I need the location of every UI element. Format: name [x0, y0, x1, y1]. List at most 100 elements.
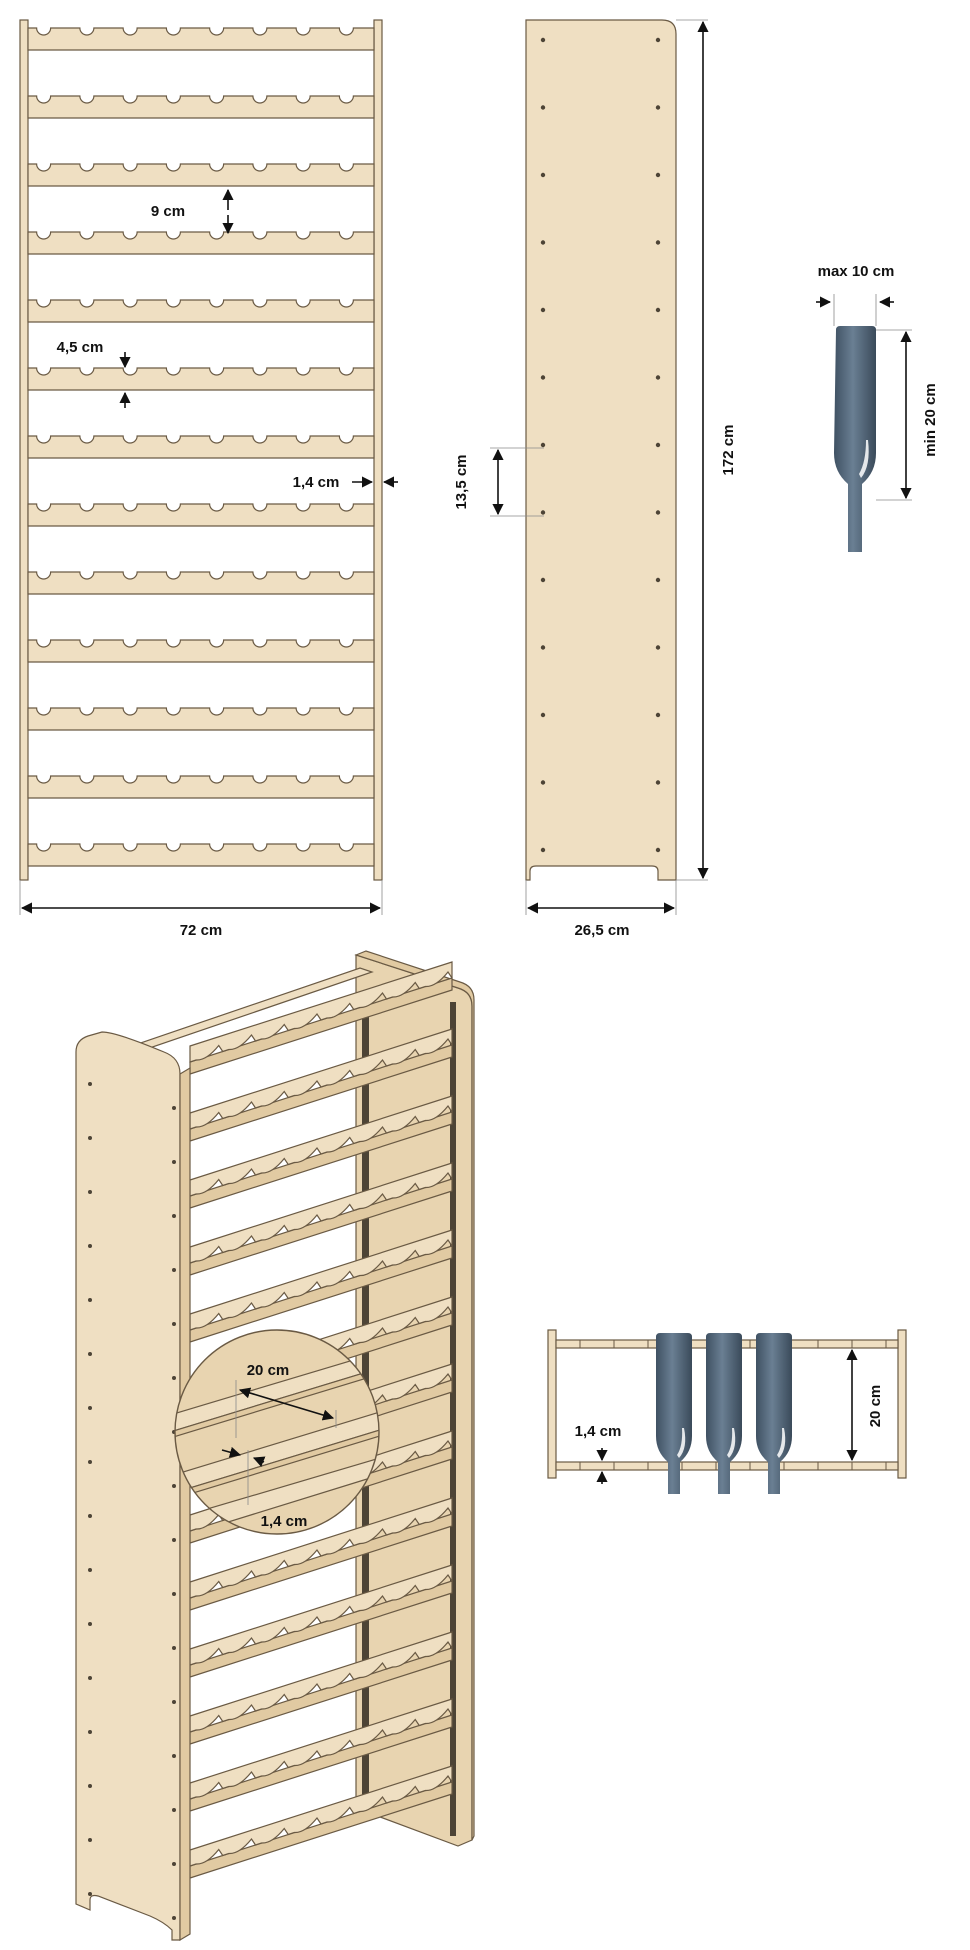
- iso-hole: [172, 1484, 176, 1488]
- front-shelf: [27, 367, 375, 391]
- front-shelves: [27, 27, 375, 867]
- min-length-label: min 20 cm: [922, 383, 939, 456]
- iso-hole: [172, 1700, 176, 1704]
- front-shelf: [27, 435, 375, 459]
- iso-hole: [88, 1838, 92, 1842]
- bottle-icon: [834, 326, 876, 552]
- slot-depth-label: 4,5 cm: [57, 339, 104, 356]
- side-hole: [540, 577, 546, 583]
- height-label: 172 cm: [720, 425, 737, 476]
- side-hole: [540, 712, 546, 718]
- detail-circle: 20 cm 1,4 cm: [174, 1329, 380, 1535]
- iso-hole: [172, 1376, 176, 1380]
- side-hole: [655, 105, 661, 110]
- bottle-1: [656, 1333, 692, 1494]
- side-hole: [540, 442, 546, 448]
- hole-spacing-label: 13,5 cm: [453, 454, 470, 509]
- side-panel-holes: [540, 37, 661, 853]
- iso-hole: [88, 1298, 92, 1302]
- side-hole: [540, 172, 546, 178]
- front-width-label: 72 cm: [180, 922, 223, 939]
- iso-shelf-top: [189, 1698, 453, 1800]
- iso-hole: [88, 1622, 92, 1626]
- bottle-2: [706, 1333, 742, 1494]
- side-hole: [540, 847, 546, 853]
- side-hole: [540, 37, 546, 43]
- side-hole: [540, 375, 546, 380]
- iso-front-left-panel: [75, 1031, 181, 1941]
- side-hole: [655, 847, 661, 853]
- iso-shelf-top: [189, 1564, 453, 1666]
- side-hole: [540, 780, 546, 785]
- side-hole: [655, 172, 661, 178]
- side-hole: [540, 240, 546, 245]
- detail-thickness-label: 1,4 cm: [261, 1513, 308, 1530]
- iso-hole: [172, 1214, 176, 1218]
- front-shelf: [27, 571, 375, 595]
- shelf-thickness-label: 1,4 cm: [575, 1423, 622, 1440]
- detail-spacing-dimension-line: [238, 1387, 335, 1421]
- side-thickness-label: 1,4 cm: [293, 474, 340, 491]
- iso-shelf-top: [189, 1229, 453, 1331]
- depth-label: 26,5 cm: [574, 922, 629, 939]
- iso-hole: [88, 1190, 92, 1194]
- front-shelf: [27, 27, 375, 51]
- front-shelf: [27, 95, 375, 119]
- side-hole: [655, 37, 661, 43]
- iso-hole: [172, 1754, 176, 1758]
- detail-spacing-label: 20 cm: [247, 1362, 290, 1379]
- iso-hole: [172, 1808, 176, 1812]
- side-hole: [655, 442, 661, 448]
- side-hole: [655, 307, 661, 313]
- iso-hole: [88, 1244, 92, 1248]
- front-shelf: [27, 775, 375, 799]
- iso-hole: [88, 1460, 92, 1464]
- iso-hole: [172, 1646, 176, 1650]
- iso-hole: [88, 1730, 92, 1734]
- front-shelf: [27, 639, 375, 663]
- iso-hole: [172, 1322, 176, 1326]
- bottle-spec: max 10 cm min 20 cm: [816, 263, 939, 552]
- iso-hole: [172, 1160, 176, 1164]
- front-shelf: [27, 707, 375, 731]
- iso-hole: [88, 1406, 92, 1410]
- iso-hole: [172, 1916, 176, 1920]
- iso-shelf-top: [189, 961, 453, 1063]
- iso-shelf-top: [189, 1631, 453, 1733]
- iso-hole: [88, 1352, 92, 1356]
- side-hole: [655, 510, 661, 515]
- front-shelf: [27, 231, 375, 255]
- iso-panel-holes: [88, 1082, 176, 1920]
- front-shelf: [27, 299, 375, 323]
- side-hole: [655, 375, 661, 380]
- side-view: [525, 19, 677, 881]
- iso-hole: [88, 1676, 92, 1680]
- shelf-side-view: 20 cm 1,4 cm: [547, 1329, 907, 1494]
- iso-shelf-top: [189, 1497, 453, 1599]
- side-hole: [655, 780, 661, 785]
- side-hole: [540, 105, 546, 110]
- front-right-side: [373, 19, 383, 881]
- iso-hole: [172, 1268, 176, 1272]
- side-hole: [540, 510, 546, 515]
- side-hole: [655, 240, 661, 245]
- side-hole: [655, 577, 661, 583]
- iso-hole: [172, 1106, 176, 1110]
- iso-shelf-top: [189, 1162, 453, 1264]
- shelf-spacing-label: 20 cm: [867, 1385, 884, 1428]
- iso-hole: [88, 1892, 92, 1896]
- front-shelf: [27, 163, 375, 187]
- side-hole: [540, 645, 546, 650]
- iso-hole: [88, 1082, 92, 1086]
- iso-hole: [172, 1538, 176, 1542]
- side-panel: [525, 19, 677, 881]
- iso-hole: [88, 1784, 92, 1788]
- bottle-3: [756, 1333, 792, 1494]
- front-shelf: [27, 503, 375, 527]
- iso-shelf-top: [189, 1765, 453, 1867]
- side-hole: [655, 712, 661, 718]
- front-view: [19, 19, 383, 881]
- side-dimensions: 172 cm 13,5 cm 26,5 cm: [453, 19, 737, 939]
- side-hole: [655, 645, 661, 650]
- side-hole: [540, 307, 546, 313]
